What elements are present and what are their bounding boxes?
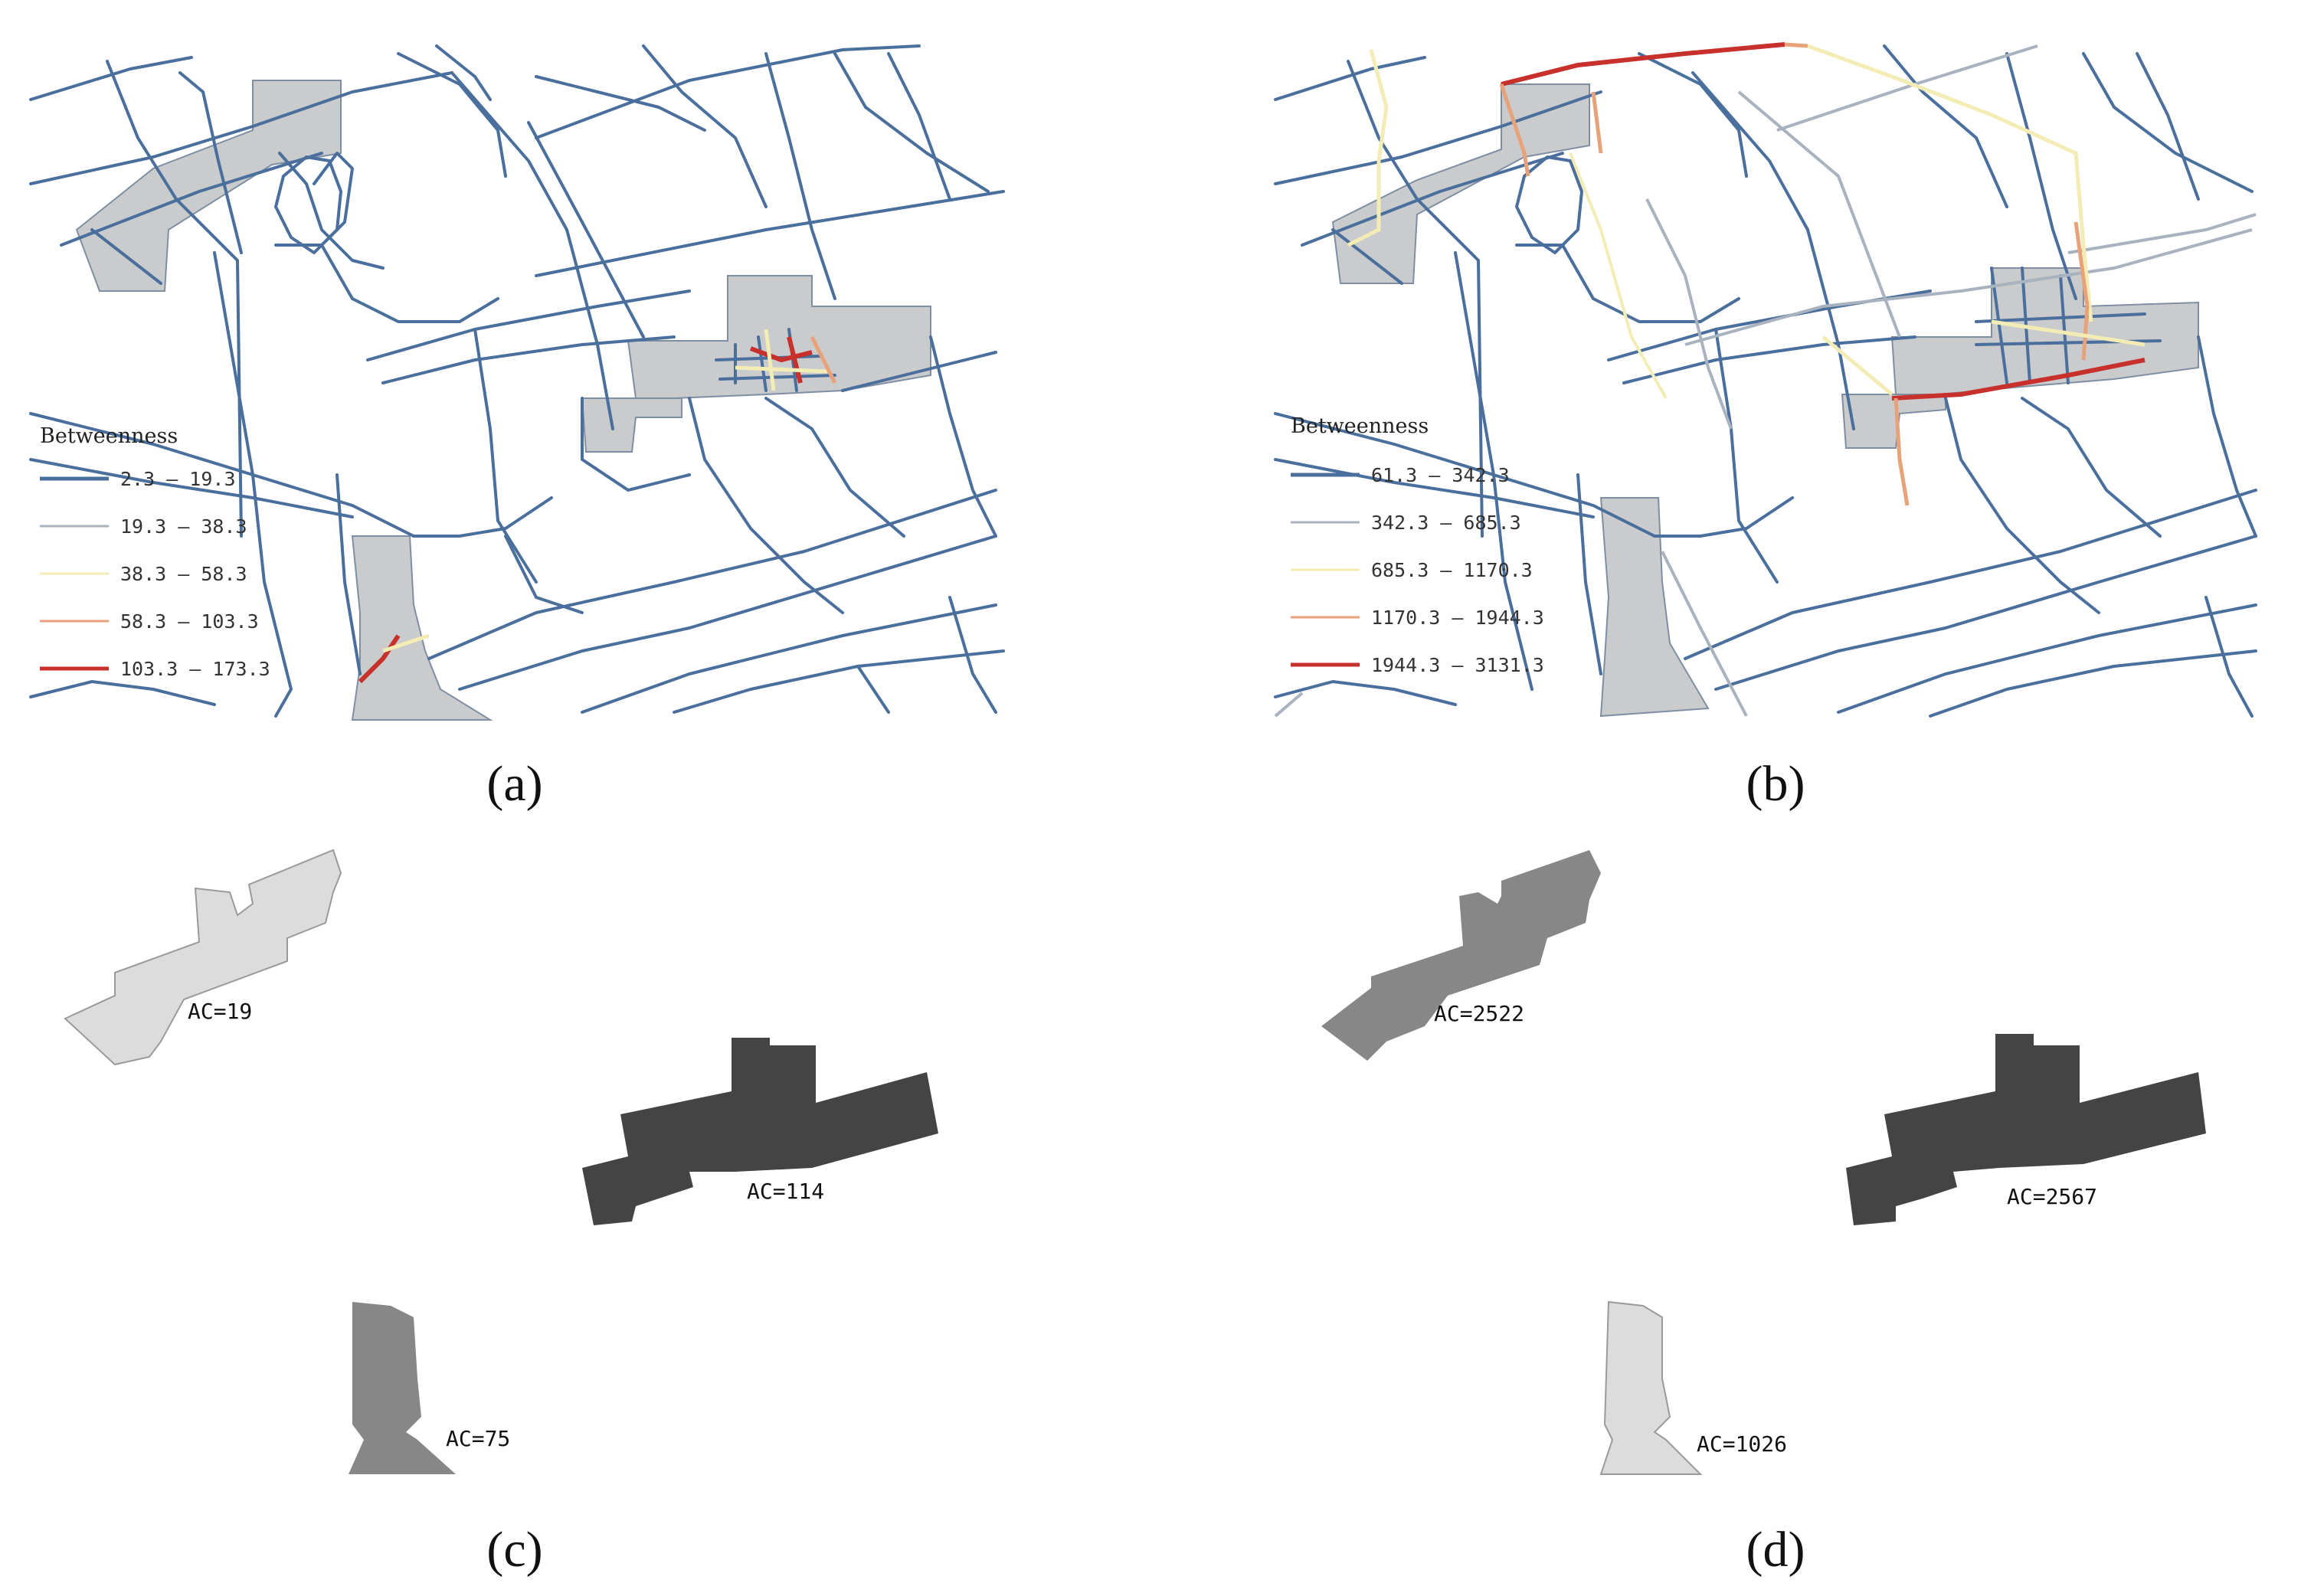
legend-a-title: Betweenness (40, 424, 178, 448)
zone-south (351, 535, 493, 721)
panel-b-roads (1274, 44, 2257, 718)
panel-a-zones (75, 80, 931, 721)
legend-b: Betweenness 61.3 – 342.3 342.3 – 685.3 685… (1291, 414, 1544, 676)
legend-label: 61.3 – 342.3 (1371, 464, 1510, 486)
panel-a-map: Betweenness 2.3 – 19.3 19.3 – 38.3 38.3 – … (28, 44, 1005, 721)
zone-northwest (75, 80, 342, 292)
legend-label: 342.3 – 685.3 (1371, 512, 1521, 534)
area-shape-south (349, 1302, 456, 1474)
legend-b-title: Betweenness (1291, 414, 1429, 438)
legend-label: 103.3 – 173.3 (120, 658, 270, 680)
area-shape-east (582, 1038, 938, 1225)
area-shape-south (1599, 1300, 1703, 1475)
caption-d: (d) (1746, 1522, 1805, 1578)
panel-d-areas: AC=2522 AC=2567 AC=1026 (1321, 850, 2206, 1475)
caption-c: (c) (486, 1522, 542, 1578)
zone-center-small (581, 397, 682, 453)
legend-label: 1944.3 – 3131.3 (1371, 654, 1544, 676)
panel-b-high-betweenness (1347, 42, 2146, 506)
area-label-ac-2522: AC=2522 (1434, 1001, 1524, 1026)
caption-b: (b) (1746, 756, 1805, 812)
legend-label: 685.3 – 1170.3 (1371, 559, 1533, 581)
area-label-ac-19: AC=19 (188, 999, 252, 1024)
legend-label: 19.3 – 38.3 (120, 515, 247, 538)
area-label-ac-1026: AC=1026 (1697, 1431, 1787, 1457)
legend-a-entries: 2.3 – 19.3 19.3 – 38.3 38.3 – 58.3 58.3 – 1… (40, 468, 270, 680)
area-shape-northwest (64, 849, 342, 1066)
zone-b-south (1599, 497, 1710, 718)
legend-a: Betweenness 2.3 – 19.3 19.3 – 38.3 38.3 – … (40, 424, 270, 680)
legend-label: 2.3 – 19.3 (120, 468, 236, 490)
panel-a-high-betweenness (358, 329, 837, 684)
legend-label: 1170.3 – 1944.3 (1371, 607, 1544, 629)
panel-b-map: Betweenness 61.3 – 342.3 342.3 – 685.3 685… (1272, 42, 2260, 728)
caption-a: (a) (486, 756, 542, 812)
area-label-ac-114: AC=114 (747, 1179, 824, 1204)
panel-c-areas: AC=19 AC=114 AC=75 (64, 849, 938, 1474)
area-shape-east (1846, 1034, 2206, 1225)
area-label-ac-2567: AC=2567 (2007, 1184, 2097, 1209)
legend-label: 38.3 – 58.3 (120, 563, 247, 585)
legend-label: 58.3 – 103.3 (120, 610, 259, 633)
area-shape-northwest (1321, 850, 1601, 1061)
area-label-ac-75: AC=75 (446, 1426, 510, 1451)
legend-b-entries: 61.3 – 342.3 342.3 – 685.3 685.3 – 1170.3 1… (1291, 464, 1544, 676)
panel-a-roads (29, 44, 1005, 718)
